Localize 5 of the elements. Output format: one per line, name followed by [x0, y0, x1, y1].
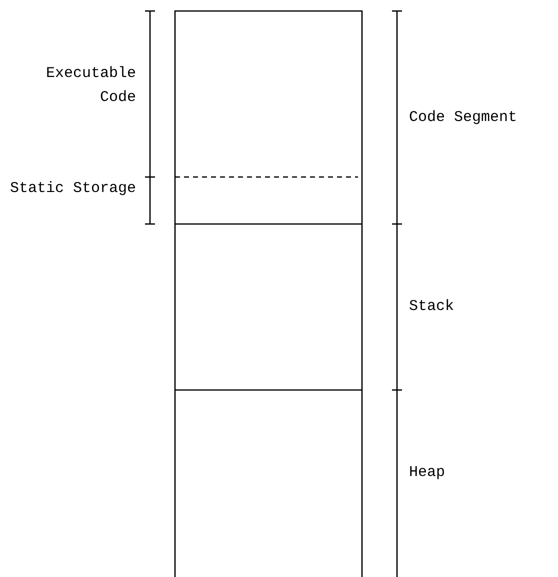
- region-label: Static Storage: [10, 179, 136, 199]
- region-label: Executable Code: [44, 64, 136, 108]
- region-label: Stack: [409, 297, 454, 317]
- region-label: Code Segment: [409, 108, 518, 128]
- region-label: Heap: [409, 463, 446, 483]
